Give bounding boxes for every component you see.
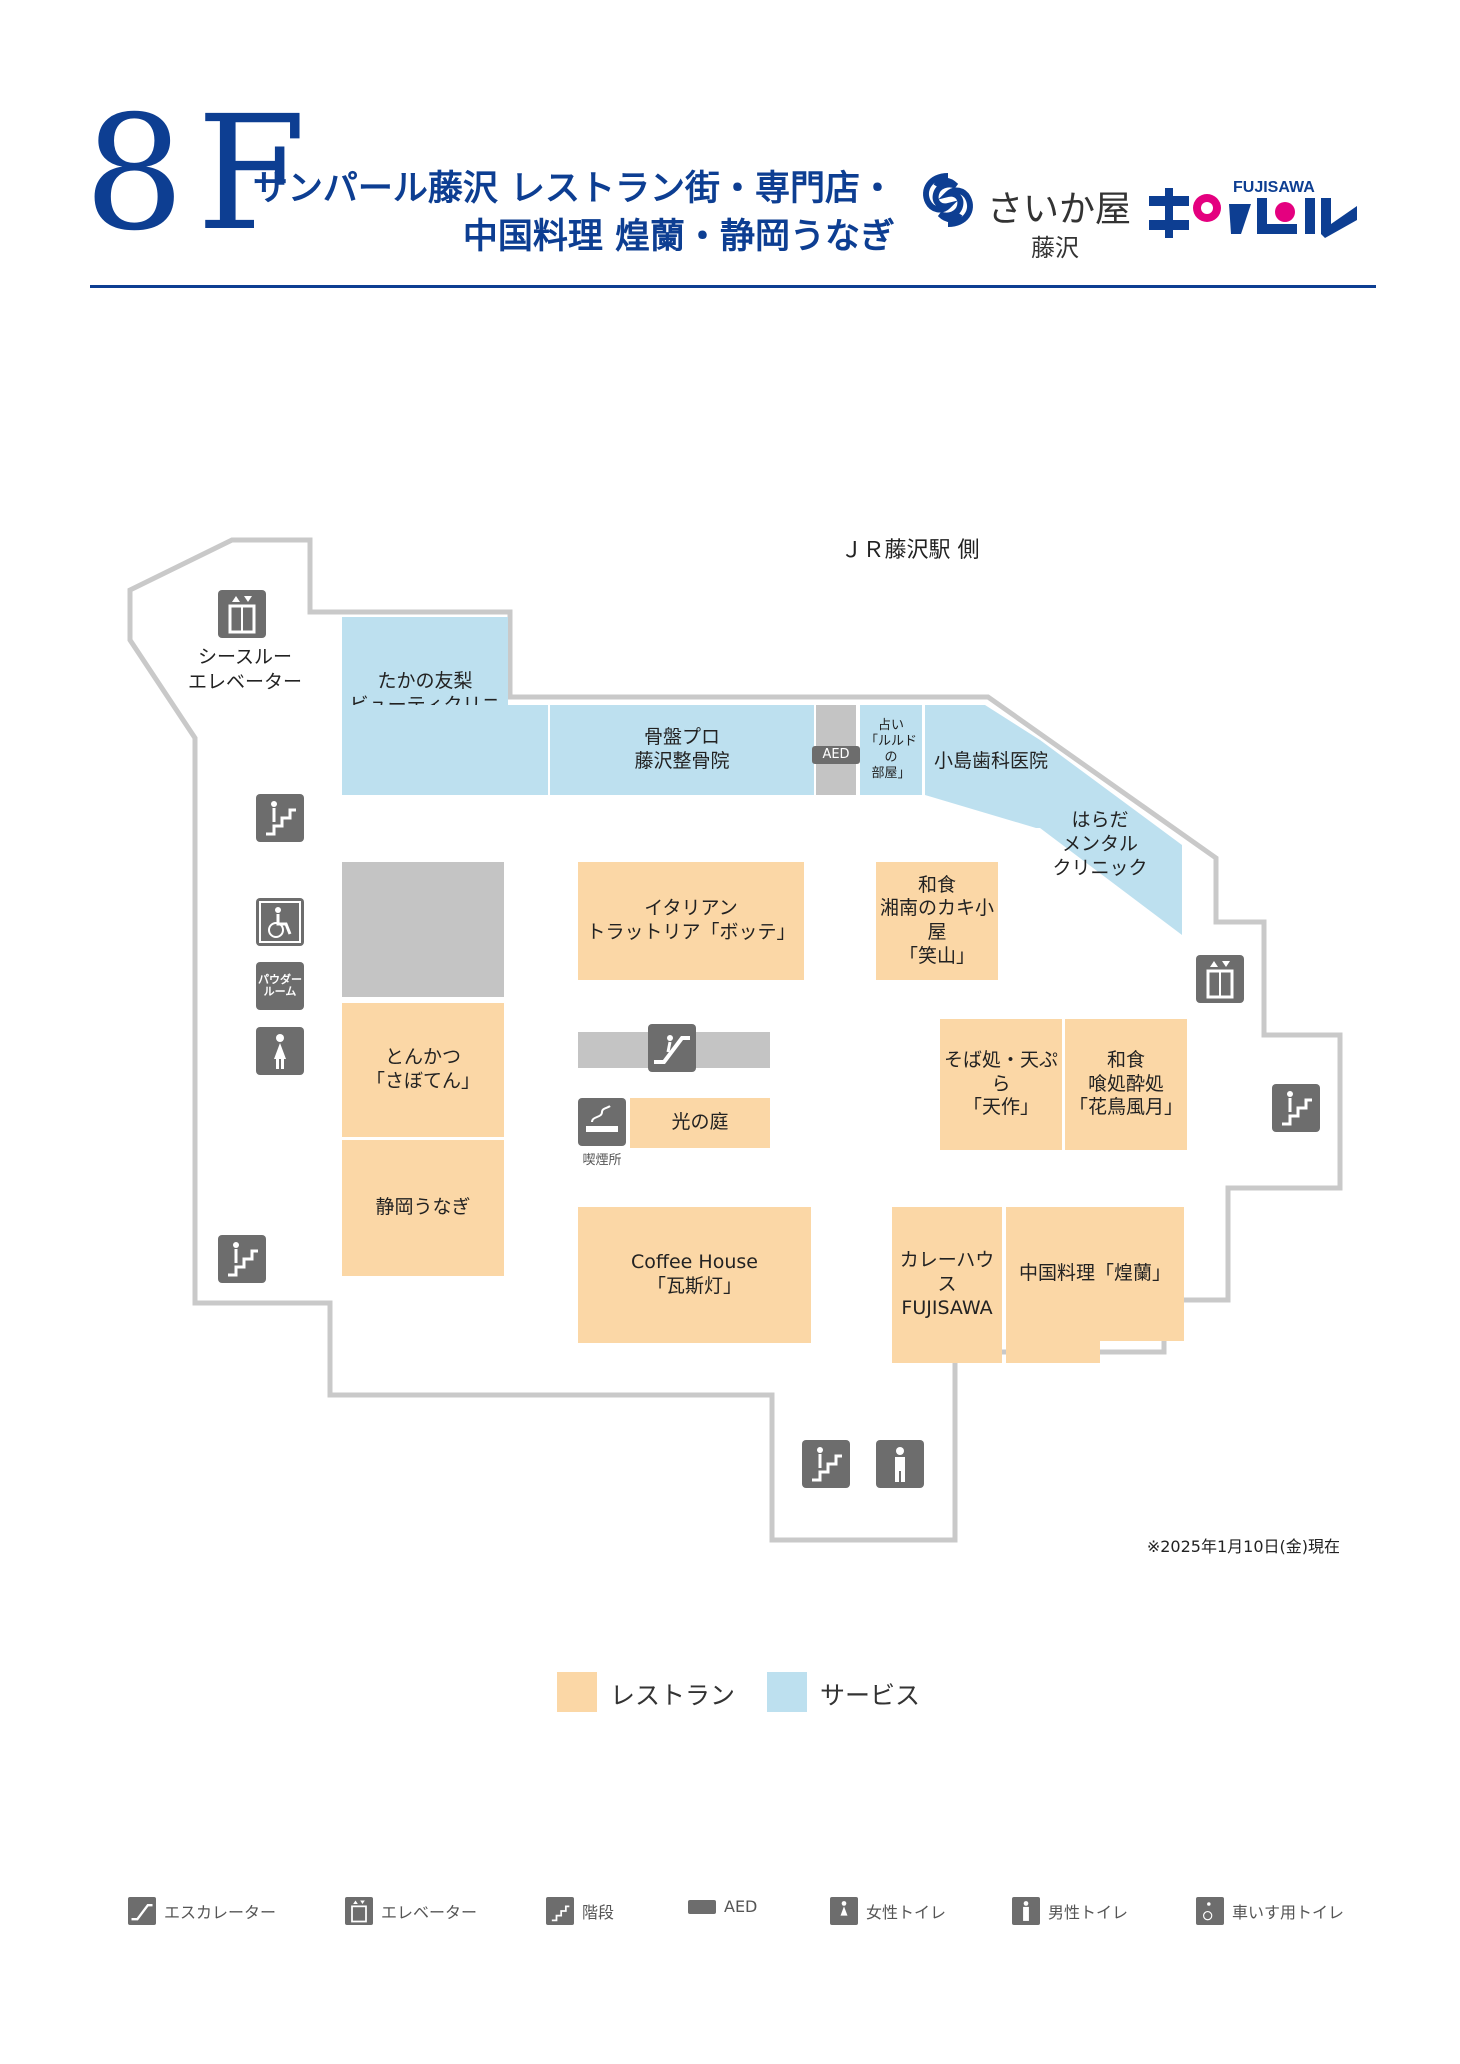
key-accessible-toilet-label: 車いす用トイレ [1232,1903,1345,1922]
shop-curry-house[interactable]: カレーハウス FUJISAWA [892,1207,1002,1363]
stairs-icon-east[interactable] [1272,1084,1320,1132]
legend-service-label: サービス [820,1681,921,1710]
key-escalator-label: エスカレーター [164,1903,277,1922]
smoking-area-label: 喫煙所 [582,1153,622,1168]
shop-harada-shape [1040,740,1182,935]
key-mens-toilet-label: 男性トイレ [1048,1903,1129,1922]
aed-icon: AED [812,746,860,764]
mens-toilet-icon[interactable] [876,1440,924,1488]
key-stairs-label: 階段 [582,1903,615,1922]
sanpearl-logo: FUJISAWA [1145,176,1365,250]
facility-block [342,862,504,997]
shop-waraiyama[interactable]: 和食 湘南のカキ小屋 「笑山」 [876,862,998,980]
saikaya-name: さいか屋 [987,189,1132,230]
escalator-icon[interactable] [648,1024,696,1072]
page-title-line-2: 中国料理 煌蘭・静岡うなぎ [462,217,895,257]
legend-restaurant-swatch [557,1672,597,1712]
key-elevator-label: エレベーター [381,1903,478,1922]
powder-room-icon[interactable]: パウダー ルーム [256,962,304,1010]
page-title-line-1: サンパール藤沢 レストラン街・専門店・ [252,169,895,209]
shop-coffee-house[interactable]: Coffee House 「瓦斯灯」 [578,1207,811,1343]
shop-kouran-lower [1006,1340,1100,1363]
stairs-icon-sw[interactable] [218,1235,266,1283]
key-mens-toilet: 男性トイレ [1012,1897,1128,1925]
shop-kouran[interactable]: 中国料理「煌蘭」 [1006,1207,1184,1341]
saikaya-logo-icon [918,172,978,232]
womens-toilet-icon [830,1897,858,1925]
accessible-toilet-icon [1196,1897,1224,1925]
key-escalator: エスカレーター [128,1897,276,1925]
shop-shizuoka-unagi[interactable]: 静岡うなぎ [342,1140,504,1276]
accessible-toilet-icon[interactable] [256,898,304,946]
floor-number: 8F [84,82,319,266]
aed-icon [688,1899,716,1914]
key-aed: AED [688,1897,757,1916]
shop-harada[interactable]: はらだ メンタル クリニック [1052,809,1148,879]
shop-botte[interactable]: イタリアン トラットリア「ボッテ」 [578,862,804,980]
smoking-area-icon[interactable] [578,1098,626,1146]
shop-sabouten[interactable]: とんかつ 「さぼてん」 [342,1003,504,1137]
stairs-icon [546,1897,574,1925]
mens-toilet-icon [1012,1897,1040,1925]
shop-kojima[interactable]: 小島歯科医院 [933,750,1048,773]
saikaya-branch: 藤沢 [1031,234,1079,262]
stairs-icon[interactable] [256,794,304,842]
shop-kojima-shape [925,705,1040,828]
key-elevator: エレベーター [345,1897,477,1925]
shop-tensaku[interactable]: そば処・天ぷら 「天作」 [940,1019,1062,1150]
header-divider [90,285,1376,288]
shop-kachoufuugetsu[interactable]: 和食 喰処酔処 「花鳥風月」 [1065,1019,1187,1150]
direction-label: ＪＲ藤沢駅 側 [840,538,980,563]
legend-service-swatch [767,1672,807,1712]
shop-kotsuban[interactable]: 骨盤プロ 藤沢整骨院 [550,705,814,795]
see-through-elevator-label: シースルー エレベーター [187,646,302,693]
elevator-icon[interactable] [218,590,266,638]
key-aed-label: AED [724,1897,758,1916]
shop-hikarinoniwa[interactable]: 光の庭 [630,1098,770,1148]
shop-uranai[interactable]: 占い 「ルルドの 部屋」 [860,705,922,795]
date-note: ※2025年1月10日(金)現在 [1146,1537,1340,1556]
sanpearl-roman-text: FUJISAWA [1233,179,1315,196]
escalator-icon [128,1897,156,1925]
womens-toilet-icon[interactable] [256,1027,304,1075]
elevator-icon-east[interactable] [1196,955,1244,1003]
key-womens-toilet: 女性トイレ [830,1897,946,1925]
shop-takanotomo-lower [342,705,548,795]
elevator-icon [345,1897,373,1925]
key-accessible-toilet: 車いす用トイレ [1196,1897,1344,1925]
stairs-icon-south[interactable] [802,1440,850,1488]
legend-restaurant-label: レストラン [610,1681,736,1710]
powder-room-label: パウダー ルーム [258,972,302,998]
key-womens-toilet-label: 女性トイレ [866,1903,947,1922]
key-stairs: 階段 [546,1897,614,1925]
